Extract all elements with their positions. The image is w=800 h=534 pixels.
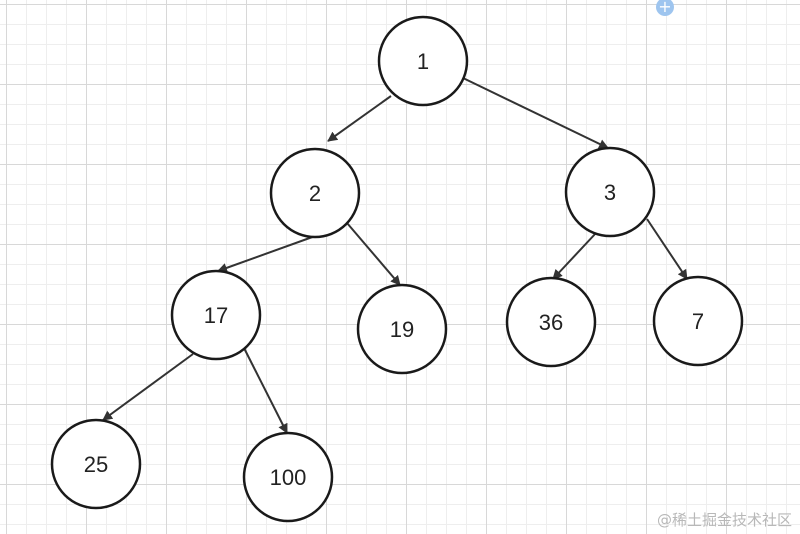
node-circle[interactable] <box>242 431 334 523</box>
nodes-layer: 1 2 3 17 19 36 7 25 100 <box>50 15 744 523</box>
tree-node-1[interactable]: 1 <box>377 15 469 107</box>
tree-node-17[interactable]: 17 <box>170 269 262 361</box>
node-circle[interactable] <box>269 147 361 239</box>
tree-node-100[interactable]: 100 <box>242 431 334 523</box>
edge-3-36[interactable] <box>552 232 597 280</box>
node-circle[interactable] <box>50 418 142 510</box>
edge-1-2[interactable] <box>327 95 392 142</box>
tree-node-3[interactable]: 3 <box>564 146 656 238</box>
tree-node-36[interactable]: 36 <box>505 276 597 368</box>
node-circle[interactable] <box>377 15 469 107</box>
node-label: 7 <box>692 309 704 334</box>
edges-layer <box>102 77 688 434</box>
node-circle[interactable] <box>170 269 262 361</box>
edge-2-19[interactable] <box>346 222 401 286</box>
add-icon[interactable]: + <box>656 0 674 16</box>
tree-node-7[interactable]: 7 <box>652 275 744 367</box>
node-circle[interactable] <box>564 146 656 238</box>
node-label: 19 <box>390 317 414 342</box>
node-label: 25 <box>84 452 108 477</box>
watermark: @稀土掘金技术社区 <box>656 511 792 529</box>
tree-node-19[interactable]: 19 <box>356 283 448 375</box>
node-label: 1 <box>417 49 429 74</box>
node-label: 3 <box>604 180 616 205</box>
node-label: 17 <box>204 303 228 328</box>
tree-node-2[interactable]: 2 <box>269 147 361 239</box>
node-label: 36 <box>539 310 563 335</box>
node-circle[interactable] <box>356 283 448 375</box>
edge-17-100[interactable] <box>242 345 288 434</box>
node-circle[interactable] <box>505 276 597 368</box>
edge-2-17[interactable] <box>217 234 319 273</box>
edge-1-3[interactable] <box>462 77 609 149</box>
node-label: 100 <box>270 465 307 490</box>
tree-node-25[interactable]: 25 <box>50 418 142 510</box>
edge-3-7[interactable] <box>646 218 688 280</box>
edge-17-25[interactable] <box>102 353 194 421</box>
node-label: 2 <box>309 181 321 206</box>
node-circle[interactable] <box>652 275 744 367</box>
